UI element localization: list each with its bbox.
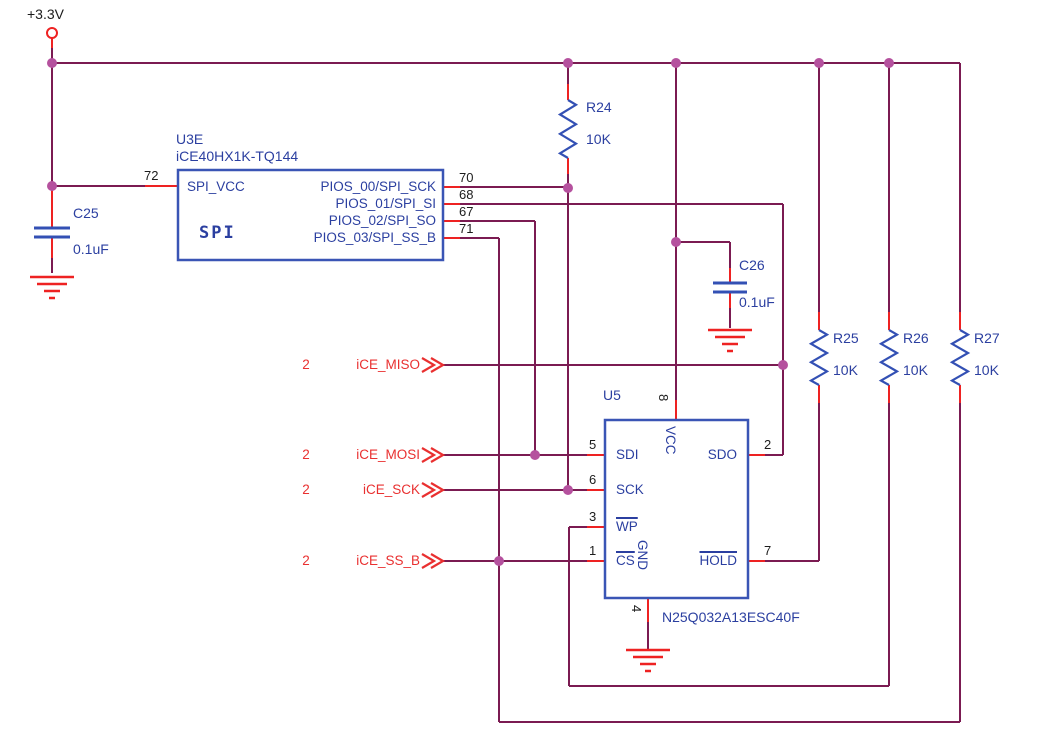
u3e-pin-name-pios02: PIOS_02/SPI_SO [328,213,436,228]
pin-lead [51,38,961,622]
u3e-pin-number-68: 68 [459,187,474,202]
r25-ref-label: R25 [833,330,859,346]
r25-value-label: 10K [833,362,858,378]
net-label-ice-mosi: iCE_MOSI [356,447,420,462]
c25-ref-label: C25 [73,205,99,221]
u5-pin-number-7: 7 [764,543,772,558]
u5-pin-name-sck: SCK [616,482,644,497]
resistor-r27-body [949,329,971,386]
u3e-pin-name-pios01: PIOS_01/SPI_SI [335,196,436,211]
r27-ref-label: R27 [974,330,1000,346]
u5-pin-name-sdo: SDO [707,447,737,462]
resistor-r24-body [557,99,579,159]
u5-ref-label: U5 [603,387,621,403]
r26-value-label: 10K [903,362,928,378]
u5-pin-number-3: 3 [589,509,597,524]
u3e-pin-number-71: 71 [459,221,474,236]
u5-pin-number-8: 8 [656,394,671,402]
u3e-pin-name-pios03: PIOS_03/SPI_SS_B [313,230,436,245]
u3e-pin-name-spi-vcc: SPI_VCC [187,179,245,194]
u3e-ref-label: U3E [176,131,204,147]
u3e-pin-number-70: 70 [459,170,474,185]
u5-pin-name-cs: CS [616,553,635,568]
u5-pin-name-wp: WP [616,519,638,534]
net-page-ref: 2 [302,357,310,372]
u5-pin-name-gnd: GND [635,540,650,570]
c25-value-label: 0.1uF [73,241,109,257]
u3e-block-label: SPI [199,223,236,243]
u5-pin-name-vcc: VCC [663,426,678,455]
power-flag-label: +3.3V [27,6,64,22]
power-flag-circle [46,27,58,39]
r24-ref-label: R24 [586,99,612,115]
ground-symbol [30,275,752,673]
net-page-ref: 2 [302,482,310,497]
u3e-pin-number-72: 72 [144,168,159,183]
u3e-symbol-box [176,168,445,262]
net-label-ice-miso: iCE_MISO [356,357,420,372]
u5-symbol-box [603,418,750,600]
u5-pin-number-6: 6 [589,472,597,487]
net-label-ice-sck: iCE_SCK [362,482,420,497]
u3e-pin-name-pios00: PIOS_00/SPI_SCK [320,179,436,194]
r26-ref-label: R26 [903,330,929,346]
net-label-ice-ss-b: iCE_SS_B [356,553,420,568]
u5-pin-name-sdi: SDI [616,447,639,462]
u5-pin-number-4: 4 [629,605,644,613]
resistor-r26-body [878,329,900,386]
capacitor-plates [34,226,747,294]
u3e-part-label: iCE40HX1K-TQ144 [176,148,299,164]
c26-ref-label: C26 [739,257,765,273]
net-arrow-icon [421,357,446,569]
r24-value-label: 10K [586,131,611,147]
net-page-ref: 2 [302,447,310,462]
u5-pin-name-hold: HOLD [699,553,737,568]
u5-pin-number-5: 5 [589,437,597,452]
junction-dots [47,58,894,566]
net-page-ref: 2 [302,553,310,568]
u3e-pin-number-67: 67 [459,204,474,219]
r27-value-label: 10K [974,362,999,378]
wire-net [51,48,961,723]
u5-pin-number-2: 2 [764,437,772,452]
u5-pin-number-1: 1 [589,543,597,558]
c26-value-label: 0.1uF [739,294,775,310]
u5-part-label: N25Q032A13ESC40F [662,609,800,625]
resistor-r25-body [808,329,830,386]
